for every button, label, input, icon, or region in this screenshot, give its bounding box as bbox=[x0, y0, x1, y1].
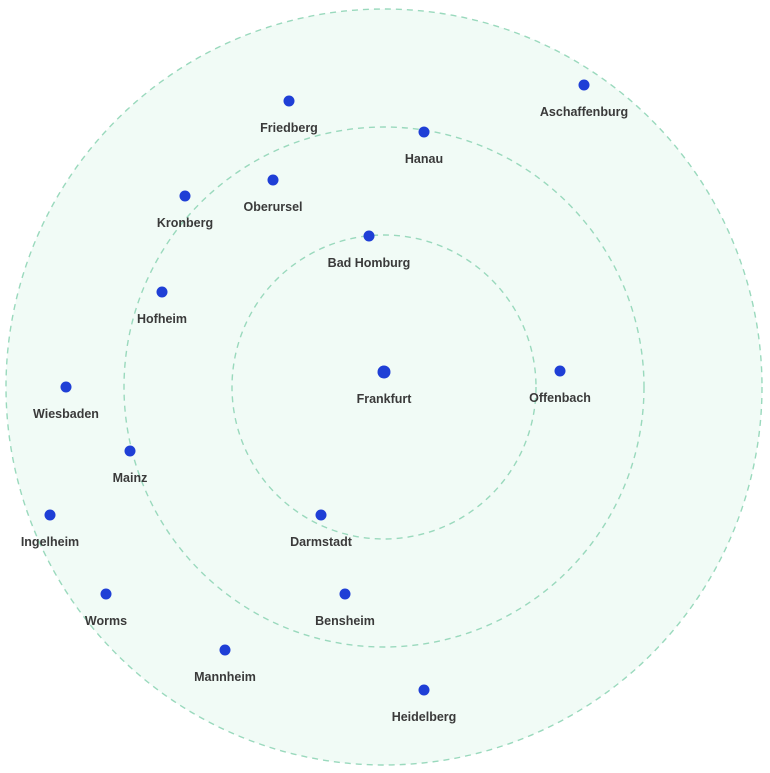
city-point bbox=[283, 95, 295, 107]
city-frankfurt[interactable]: Frankfurt bbox=[357, 365, 413, 407]
city-point bbox=[418, 684, 430, 696]
city-wiesbaden[interactable]: Wiesbaden bbox=[33, 381, 99, 422]
ring-inner bbox=[231, 234, 537, 540]
city-point bbox=[554, 365, 566, 377]
city-label: Ingelheim bbox=[21, 535, 79, 549]
center-point bbox=[377, 365, 391, 379]
city-point bbox=[219, 644, 231, 656]
city-label: Hofheim bbox=[137, 312, 187, 326]
city-point bbox=[339, 588, 351, 600]
city-oberursel[interactable]: Oberursel bbox=[243, 174, 303, 215]
city-kronberg[interactable]: Kronberg bbox=[157, 190, 213, 231]
city-point bbox=[315, 509, 327, 521]
center-label: Frankfurt bbox=[357, 392, 413, 406]
city-mannheim[interactable]: Mannheim bbox=[194, 644, 256, 685]
city-mainz[interactable]: Mainz bbox=[113, 445, 148, 486]
city-aschaffenburg[interactable]: Aschaffenburg bbox=[540, 79, 628, 120]
city-label: Bensheim bbox=[315, 614, 375, 628]
ring-middle bbox=[123, 126, 645, 648]
city-darmstadt[interactable]: Darmstadt bbox=[290, 509, 353, 550]
city-point bbox=[100, 588, 112, 600]
city-bad-homburg[interactable]: Bad Homburg bbox=[328, 230, 411, 271]
city-label: Kronberg bbox=[157, 216, 213, 230]
city-point bbox=[44, 509, 56, 521]
city-point bbox=[578, 79, 590, 91]
city-point bbox=[124, 445, 136, 457]
city-heidelberg[interactable]: Heidelberg bbox=[392, 684, 457, 725]
outer-zone bbox=[6, 9, 762, 765]
city-point bbox=[418, 126, 430, 138]
city-hofheim[interactable]: Hofheim bbox=[137, 286, 187, 327]
city-label: Darmstadt bbox=[290, 535, 353, 549]
city-label: Offenbach bbox=[529, 391, 591, 405]
city-label: Oberursel bbox=[243, 200, 302, 214]
city-point bbox=[60, 381, 72, 393]
city-label: Worms bbox=[85, 614, 127, 628]
city-label: Mainz bbox=[113, 471, 148, 485]
city-bensheim[interactable]: Bensheim bbox=[315, 588, 375, 629]
city-label: Hanau bbox=[405, 152, 443, 166]
city-label: Mannheim bbox=[194, 670, 256, 684]
city-label: Wiesbaden bbox=[33, 407, 99, 421]
city-point bbox=[179, 190, 191, 202]
city-point bbox=[156, 286, 168, 298]
city-hanau[interactable]: Hanau bbox=[405, 126, 443, 167]
city-friedberg[interactable]: Friedberg bbox=[260, 95, 318, 136]
city-offenbach[interactable]: Offenbach bbox=[529, 365, 591, 406]
city-label: Heidelberg bbox=[392, 710, 457, 724]
ring-outer bbox=[5, 8, 763, 766]
city-label: Bad Homburg bbox=[328, 256, 411, 270]
city-point bbox=[363, 230, 375, 242]
city-ingelheim[interactable]: Ingelheim bbox=[21, 509, 79, 550]
city-label: Aschaffenburg bbox=[540, 105, 628, 119]
city-label: Friedberg bbox=[260, 121, 318, 135]
city-point bbox=[267, 174, 279, 186]
city-worms[interactable]: Worms bbox=[85, 588, 127, 629]
